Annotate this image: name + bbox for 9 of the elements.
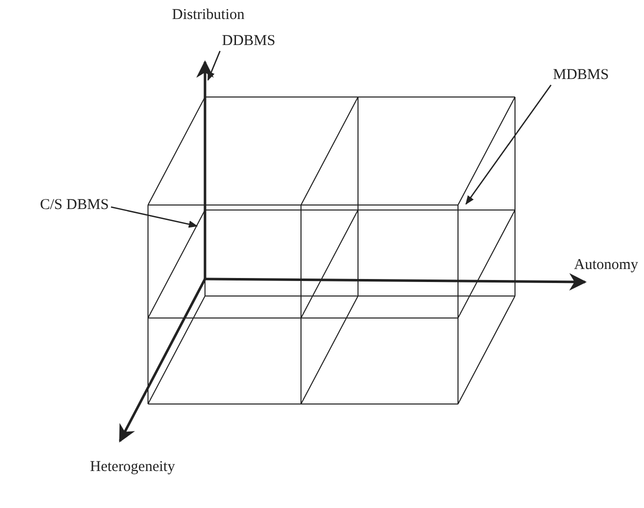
axis-label: Heterogeneity [90, 458, 175, 476]
leader-line [110, 206, 198, 228]
leader-line [465, 84, 552, 205]
callout-label: DDBMS [222, 32, 276, 50]
axis-label: Distribution [172, 6, 245, 24]
leader-line [207, 50, 221, 81]
callout-label: C/S DBMS [40, 196, 109, 214]
callout-label: MDBMS [553, 66, 609, 84]
axis-label: Autonomy [574, 256, 638, 274]
